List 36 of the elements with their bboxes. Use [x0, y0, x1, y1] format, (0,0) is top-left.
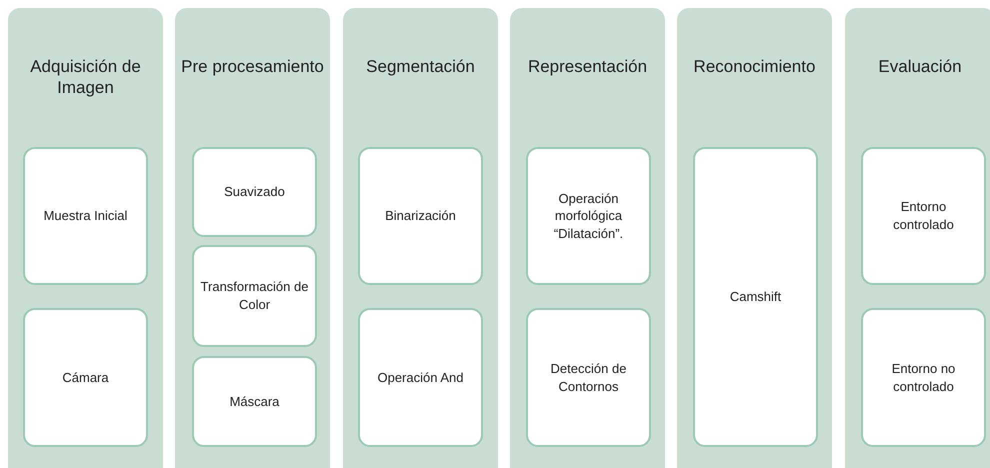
- stage-panel: [845, 8, 990, 468]
- step-box: [192, 147, 317, 237]
- step-box: [861, 147, 986, 285]
- step-label: Camshift: [728, 288, 782, 306]
- step-label: Entorno controlado: [892, 198, 955, 234]
- stage-title: Reconocimiento: [692, 56, 816, 78]
- stage-title: Pre procesamiento: [180, 56, 325, 78]
- step-box: [358, 147, 483, 285]
- stage-title: Adquisición de Imagen: [29, 56, 142, 98]
- step-label: Binarización: [384, 207, 457, 225]
- step-box: [693, 147, 818, 447]
- step-box: [526, 308, 651, 447]
- stage-panel: [510, 8, 665, 468]
- step-box: [192, 356, 317, 447]
- stage-title: Evaluación: [877, 56, 963, 78]
- step-box: [192, 245, 317, 347]
- stage-panel: [8, 8, 163, 468]
- step-label: Detección de Contornos: [550, 360, 628, 396]
- step-box: [23, 308, 148, 447]
- step-label: Operación And: [376, 368, 464, 386]
- step-label: Suavizado: [223, 183, 286, 201]
- step-box: [526, 147, 651, 285]
- step-label: Entorno no controlado: [890, 360, 956, 396]
- step-label: Máscara: [228, 392, 280, 410]
- stage-panel: [175, 8, 330, 468]
- step-box: [358, 308, 483, 447]
- step-label: Transformación de Color: [200, 278, 310, 314]
- step-box: [861, 308, 986, 447]
- step-label: Muestra Inicial: [42, 207, 128, 225]
- stage-panel: [343, 8, 498, 468]
- step-box: [23, 147, 148, 285]
- stage-title: Representación: [526, 56, 648, 78]
- stage-title: Segmentación: [365, 56, 476, 78]
- step-label: Operación morfológica “Dilatación”.: [552, 190, 624, 242]
- step-label: Cámara: [61, 368, 110, 386]
- stage-panel: [677, 8, 832, 468]
